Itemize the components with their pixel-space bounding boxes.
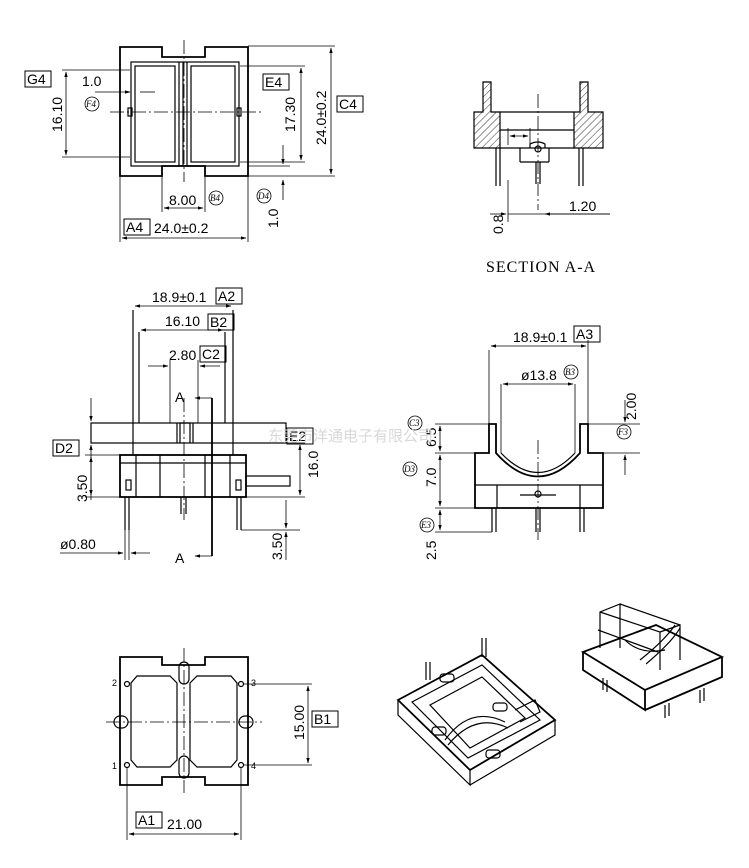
- front-dim-dia: ø0.80: [60, 536, 96, 552]
- top-view-right-window: [190, 65, 236, 163]
- watermark: 东莞市洋通电子有限公司: [268, 427, 433, 445]
- tag-c4: C4: [339, 96, 357, 112]
- side-dim-2-5: 2.5: [423, 540, 439, 560]
- bubble-f4: F4: [85, 99, 96, 109]
- bubble-d3: D3: [403, 464, 415, 474]
- section-right-hatch: [573, 81, 604, 149]
- bottom-right-window: [189, 675, 238, 768]
- isometric-view-bottom: [396, 638, 557, 787]
- top-view: G4 1.0 F4 16.10 E4 17.30 24.0±0.2 C4 8.0…: [24, 40, 364, 242]
- pin-label-4: 4: [251, 761, 256, 771]
- tag-g4: G4: [27, 71, 46, 87]
- front-dim-16-0: 16.0: [305, 451, 321, 478]
- dim-16-10-left: 16.10: [49, 97, 65, 132]
- iso2-base-top: [580, 624, 725, 692]
- front-dim-2-80: 2.80: [169, 347, 196, 363]
- section-label-a-top: A: [175, 389, 185, 405]
- tag-a4: A4: [126, 219, 143, 235]
- side-dim-6-5: 6.5: [423, 427, 439, 447]
- front-view-body: [119, 454, 247, 498]
- dim-24-bottom: 24.0±0.2: [154, 220, 209, 236]
- isometric-view-top: [580, 603, 725, 718]
- tag-b2: B2: [210, 314, 227, 330]
- bottom-view-outline: [119, 656, 249, 786]
- dim-1-0-bottom: 1.0: [265, 208, 281, 228]
- bottom-left-window: [130, 675, 178, 768]
- tag-a3: A3: [576, 326, 593, 342]
- side-dim-18-9: 18.9±0.1: [513, 329, 568, 345]
- dim-17-30: 17.30: [282, 97, 298, 132]
- dim-1-0-top: 1.0: [82, 73, 102, 89]
- top-view-inner-frame: [130, 61, 240, 167]
- bubble-e3: E3: [420, 520, 431, 530]
- bottom-dim-15-00: 15.00: [291, 705, 307, 740]
- front-view-upper-wall: [90, 422, 287, 444]
- tag-a2: A2: [218, 288, 235, 304]
- pin-label-1: 1: [112, 761, 117, 771]
- bubble-b3: B3: [565, 367, 575, 377]
- front-dim-3-50-left: 3.50: [74, 475, 90, 502]
- bubble-f3: F3: [617, 427, 628, 437]
- pin-label-3: 3: [251, 678, 256, 688]
- section-title: SECTION A-A: [486, 259, 596, 276]
- dim-24-right: 24.0±0.2: [313, 90, 329, 145]
- tag-b1: B1: [314, 711, 331, 727]
- bottom-view: 1 2 3 4 15.00 B1 A1 21.00: [106, 648, 339, 840]
- tag-a1: A1: [138, 812, 155, 828]
- bubble-c3: C3: [409, 418, 420, 428]
- tag-d2: D2: [55, 440, 73, 456]
- side-dim-13-8: ø13.8: [521, 367, 557, 383]
- bottom-dim-21-00: 21.00: [167, 816, 202, 832]
- dim-1-20: 1.20: [569, 198, 596, 214]
- top-view-left-window: [134, 65, 176, 163]
- side-dim-2-00: 2.00: [623, 393, 639, 420]
- front-dim-18-9: 18.9±0.1: [152, 289, 207, 305]
- front-dim-16-10: 16.10: [165, 313, 200, 329]
- tag-e2: E2: [289, 428, 306, 444]
- section-view: 0.8 1.20 SECTION A-A: [473, 81, 610, 276]
- bubble-b4: B4: [210, 193, 220, 203]
- pin-label-2: 2: [112, 678, 117, 688]
- side-view: 18.9±0.1 A3 ø13.8 B3 2.00 F3 C3 6.5 D3 7…: [402, 325, 640, 560]
- section-left-hatch: [473, 81, 501, 149]
- section-label-a-bottom: A: [175, 550, 185, 566]
- front-dim-3-50-right: 3.50: [269, 533, 285, 560]
- tag-c2: C2: [202, 346, 220, 362]
- front-view: 18.9±0.1 A2 16.10 B2 2.80 C2 A A D2 E2 3…: [52, 287, 321, 566]
- bubble-d4: D4: [257, 191, 269, 201]
- side-dim-7-0: 7.0: [423, 467, 439, 487]
- tag-e4: E4: [265, 74, 282, 90]
- dim-8-00: 8.00: [169, 192, 196, 208]
- dim-0-8: 0.8: [490, 214, 506, 234]
